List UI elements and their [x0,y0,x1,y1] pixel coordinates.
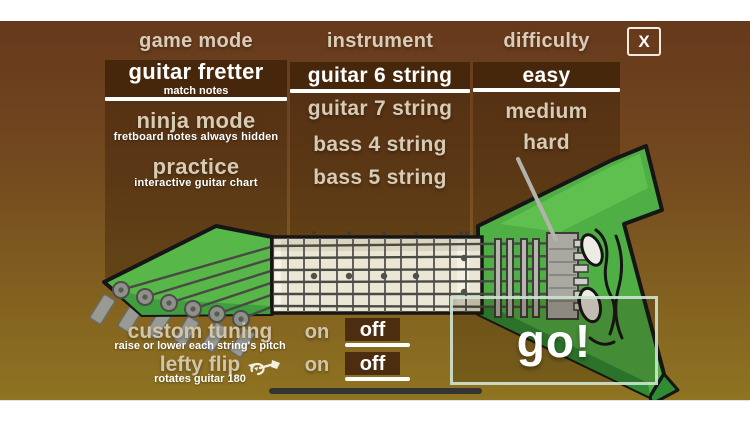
option-bass-5-string[interactable]: bass 5 string [313,166,447,189]
option-guitar-6-string[interactable]: guitar 6 string [290,62,470,89]
close-button[interactable]: X [627,27,661,56]
selected-underline [473,88,620,92]
option-bass-4-string[interactable]: bass 4 string [313,133,447,156]
option-guitar-fretter[interactable]: guitar fretter match notes [105,60,287,97]
option-sublabel: match notes [163,84,229,97]
toggle-underline [345,377,410,381]
custom-tuning-on-option[interactable]: on [304,321,330,343]
instrument-header: instrument [326,30,434,52]
guitar-flip-icon [248,360,280,376]
game-mode-header: game mode [139,30,253,52]
top-letterbox [0,0,750,21]
custom-tuning-sublabel: raise or lower each string's pitch [114,340,286,352]
custom-tuning-off-option[interactable]: off [345,318,400,341]
lefty-flip-off-option[interactable]: off [345,352,400,375]
lefty-flip-on-option[interactable]: on [304,354,330,376]
option-practice[interactable]: practice [152,154,240,179]
go-button[interactable]: go! [450,296,658,385]
option-hard[interactable]: hard [523,131,570,154]
home-indicator[interactable] [269,388,482,394]
option-label: easy [522,63,571,87]
option-ninja-mode[interactable]: ninja mode [136,108,256,133]
option-sublabel: interactive guitar chart [134,177,258,189]
bottom-letterbox [0,400,750,422]
option-easy[interactable]: easy [473,62,620,88]
option-sublabel: fretboard notes always hidden [113,131,279,143]
lefty-flip-sublabel: rotates guitar 180 [154,373,246,385]
custom-tuning-label: custom tuning [127,320,273,343]
difficulty-header: difficulty [503,30,590,52]
option-label: guitar fretter [128,58,264,84]
option-label: guitar 6 string [307,64,453,87]
lefty-flip-label: lefty flip [159,353,241,376]
toggle-underline [345,343,410,347]
option-guitar-7-string[interactable]: guitar 7 string [307,97,453,120]
option-medium[interactable]: medium [505,100,588,123]
go-label: go! [516,314,592,367]
selected-underline [105,97,287,101]
selected-underline [290,89,470,93]
